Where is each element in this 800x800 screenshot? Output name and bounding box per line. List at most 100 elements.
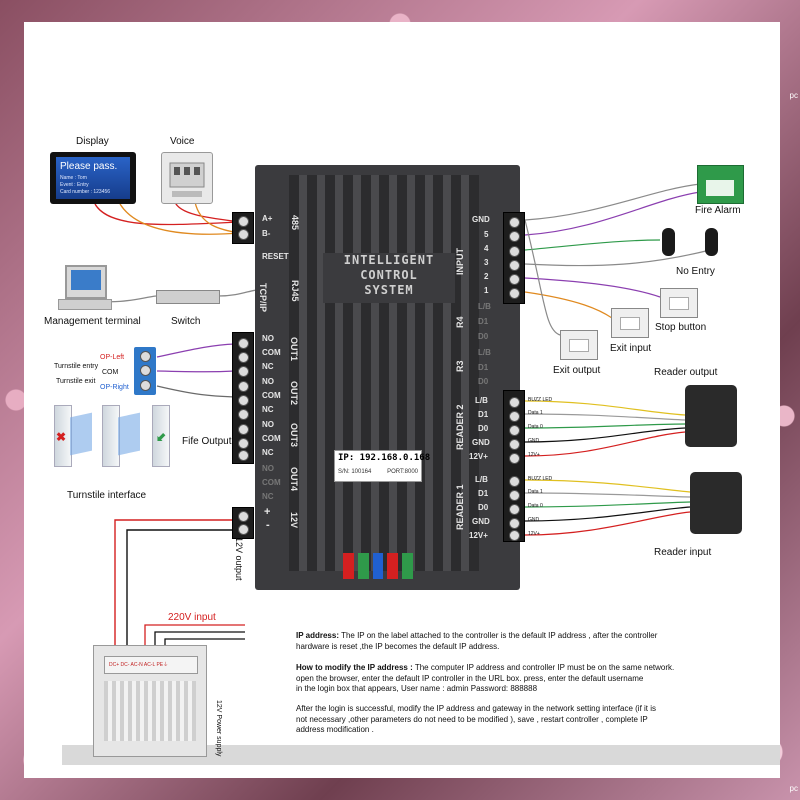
wire-label-data0-r2: Data 0	[528, 424, 543, 430]
voice-device	[161, 152, 213, 204]
screw	[509, 518, 520, 529]
wire-gnd-fire	[524, 183, 701, 221]
screw	[509, 490, 520, 501]
voice-circuit-icon	[169, 162, 205, 197]
wire-label-buzz-r1: BUZZ LED	[528, 476, 553, 482]
wire-com	[156, 370, 236, 373]
term-label-b-minus: B-	[262, 229, 271, 238]
com-label: COM	[102, 369, 119, 376]
term-label-no-3: NO	[262, 420, 274, 429]
reader-input-label: Reader input	[654, 547, 712, 558]
power-supply-unit: DC+ DC- AC-N AC-L PE⏚	[93, 645, 207, 757]
term-label-485: 485	[290, 215, 300, 231]
allowed-arrow-icon: ⬋	[156, 430, 167, 444]
screw	[509, 504, 520, 515]
corner-watermark-top: pc	[789, 91, 798, 100]
display-line-4: Card number : 123456	[60, 189, 111, 195]
term-label-out4: OUT4	[289, 467, 299, 492]
display-screen: Please pass. Name : Tom Event : Entry Ca…	[56, 157, 130, 199]
term-label-com-2: COM	[262, 391, 281, 400]
term-label-gnd-r2: GND	[472, 438, 490, 447]
screw	[509, 260, 520, 271]
display-device: Please pass. Name : Tom Event : Entry Ca…	[50, 152, 136, 204]
fire-alarm-label: Fire Alarm	[695, 205, 741, 216]
wire-12v-plus	[114, 519, 243, 648]
term-label-com-3: COM	[262, 434, 281, 443]
terminal-485	[232, 212, 254, 244]
term-label-com-1: COM	[262, 348, 281, 357]
display-line-1: Please pass.	[60, 161, 118, 172]
wire-220-n	[154, 631, 245, 648]
screw	[238, 424, 249, 435]
term-label-lb-r4: L/B	[478, 302, 491, 311]
bottom-strip	[62, 745, 780, 765]
wire-label-data1-r1: Data 1	[528, 489, 543, 495]
ip-body-line-2: hardware is reset ,the IP becomes the de…	[296, 641, 500, 651]
screw	[509, 274, 520, 285]
term-label-plus: +	[264, 506, 271, 518]
exit-input-label: Exit input	[610, 343, 652, 354]
controller-title: INTELLIGENT CONTROL SYSTEM	[323, 253, 455, 303]
screw	[238, 216, 249, 227]
term-label-nc-4: NC	[262, 492, 274, 501]
term-label-gnd-input: GND	[472, 215, 490, 224]
term-label-nc-1: NC	[262, 362, 274, 371]
term-label-gnd-r1: GND	[472, 517, 490, 526]
turnstile-glass-1	[70, 412, 92, 456]
ip-label-sticker: IP: 192.168.0.168 S/N: 100164 PORT:8000	[334, 450, 430, 482]
220v-input-label: 220V input	[168, 612, 216, 623]
op-right-label: OP-Right	[100, 384, 129, 391]
screw	[509, 530, 520, 541]
title-line-2: CONTROL	[360, 268, 418, 282]
exit-input-device	[611, 308, 649, 338]
wire-label-data0-r1: Data 0	[528, 503, 543, 509]
port-label: PORT:8000	[387, 469, 418, 475]
op-left-label: OP-Left	[100, 354, 125, 361]
wire-4-noentry	[524, 239, 661, 251]
fife-output-label: Fife Output	[182, 436, 232, 447]
terminal-readers	[503, 390, 525, 542]
term-label-reader2: READER 2	[455, 404, 465, 450]
switch-label: Switch	[171, 316, 201, 327]
screw	[238, 338, 249, 349]
wire-1-exit	[524, 291, 613, 319]
management-terminal-label: Management terminal	[44, 316, 141, 327]
term-label-d0-r3: D0	[478, 377, 489, 386]
screw	[140, 380, 151, 391]
term-label-a-plus: A+	[262, 214, 273, 223]
term-label-out3: OUT3	[289, 423, 299, 448]
network-switch-icon	[156, 290, 220, 304]
screw	[238, 229, 249, 240]
display-line-2: Name : Tom	[60, 175, 87, 181]
term-label-input: INPUT	[455, 248, 465, 275]
term-label-5: 5	[484, 230, 489, 239]
term-label-reset: RESET	[262, 252, 289, 261]
psu-heatsink	[104, 681, 196, 741]
display-label: Display	[76, 136, 109, 147]
screw	[509, 453, 520, 464]
voice-label: Voice	[170, 136, 195, 147]
display-line-3: Event : Entry	[60, 182, 89, 188]
wire-2-stop	[524, 277, 661, 298]
wire-3-noentry	[524, 249, 711, 267]
psu-terminal-labels: DC+ DC- AC-N AC-L PE⏚	[109, 662, 169, 668]
wire-gnd-exitout	[524, 219, 561, 336]
term-label-4: 4	[484, 244, 489, 253]
status-led-1	[343, 553, 354, 579]
status-led-2	[357, 553, 369, 579]
after-body-line-1: After the login is successful, modify th…	[296, 704, 657, 713]
screw	[509, 425, 520, 436]
computer-monitor-icon	[65, 265, 107, 299]
wire-r2-12v	[524, 431, 686, 457]
screw	[509, 439, 520, 450]
term-label-d0-r2: D0	[478, 424, 489, 433]
wire-op-left	[156, 343, 236, 358]
wire-label-data1-r2: Data 1	[528, 410, 543, 416]
status-led-3	[372, 553, 384, 579]
wire-12v-minus	[126, 529, 243, 648]
term-label-lb-r1: L/B	[475, 475, 488, 484]
12v-output-label: 12V output	[234, 537, 244, 581]
wire-5-fire	[524, 191, 701, 236]
wire-r2-d0	[524, 423, 686, 429]
term-label-1: 1	[484, 286, 489, 295]
